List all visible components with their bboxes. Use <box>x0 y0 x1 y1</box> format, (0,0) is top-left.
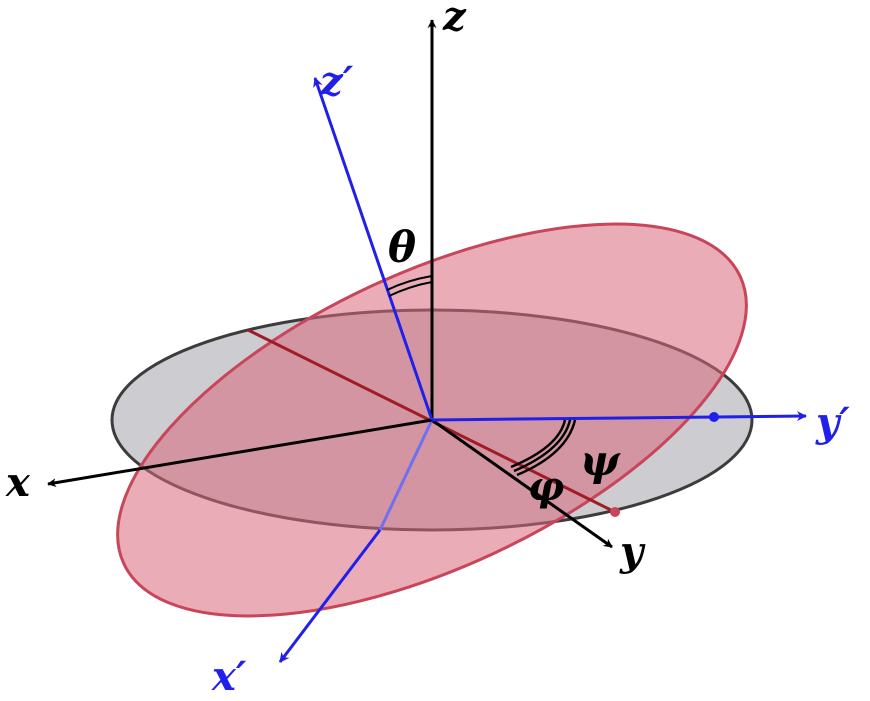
psi-label: ψ <box>580 436 621 485</box>
phi-label: φ <box>528 463 564 510</box>
z-prime-axis <box>313 77 434 421</box>
line-of-nodes-end-dot <box>610 507 620 517</box>
y-prime-axis-dot <box>709 412 719 422</box>
x-prime-axis <box>278 529 382 663</box>
x-axis <box>47 418 433 488</box>
z-prime-axis-label: z′ <box>319 58 354 105</box>
y-prime-axis-label: y′ <box>815 399 850 446</box>
x-prime-axis-label: x′ <box>211 653 247 700</box>
z-axis-label: z <box>442 0 467 40</box>
x-prime-axis-hidden-segment <box>378 419 434 531</box>
y-prime-axis <box>431 411 807 422</box>
theta-arc <box>386 275 433 297</box>
x-axis-label: x <box>5 459 31 506</box>
theta-label: θ <box>388 223 416 272</box>
psi-arc <box>510 419 577 477</box>
y-axis <box>431 418 613 549</box>
y-axis-label: y <box>619 528 646 575</box>
